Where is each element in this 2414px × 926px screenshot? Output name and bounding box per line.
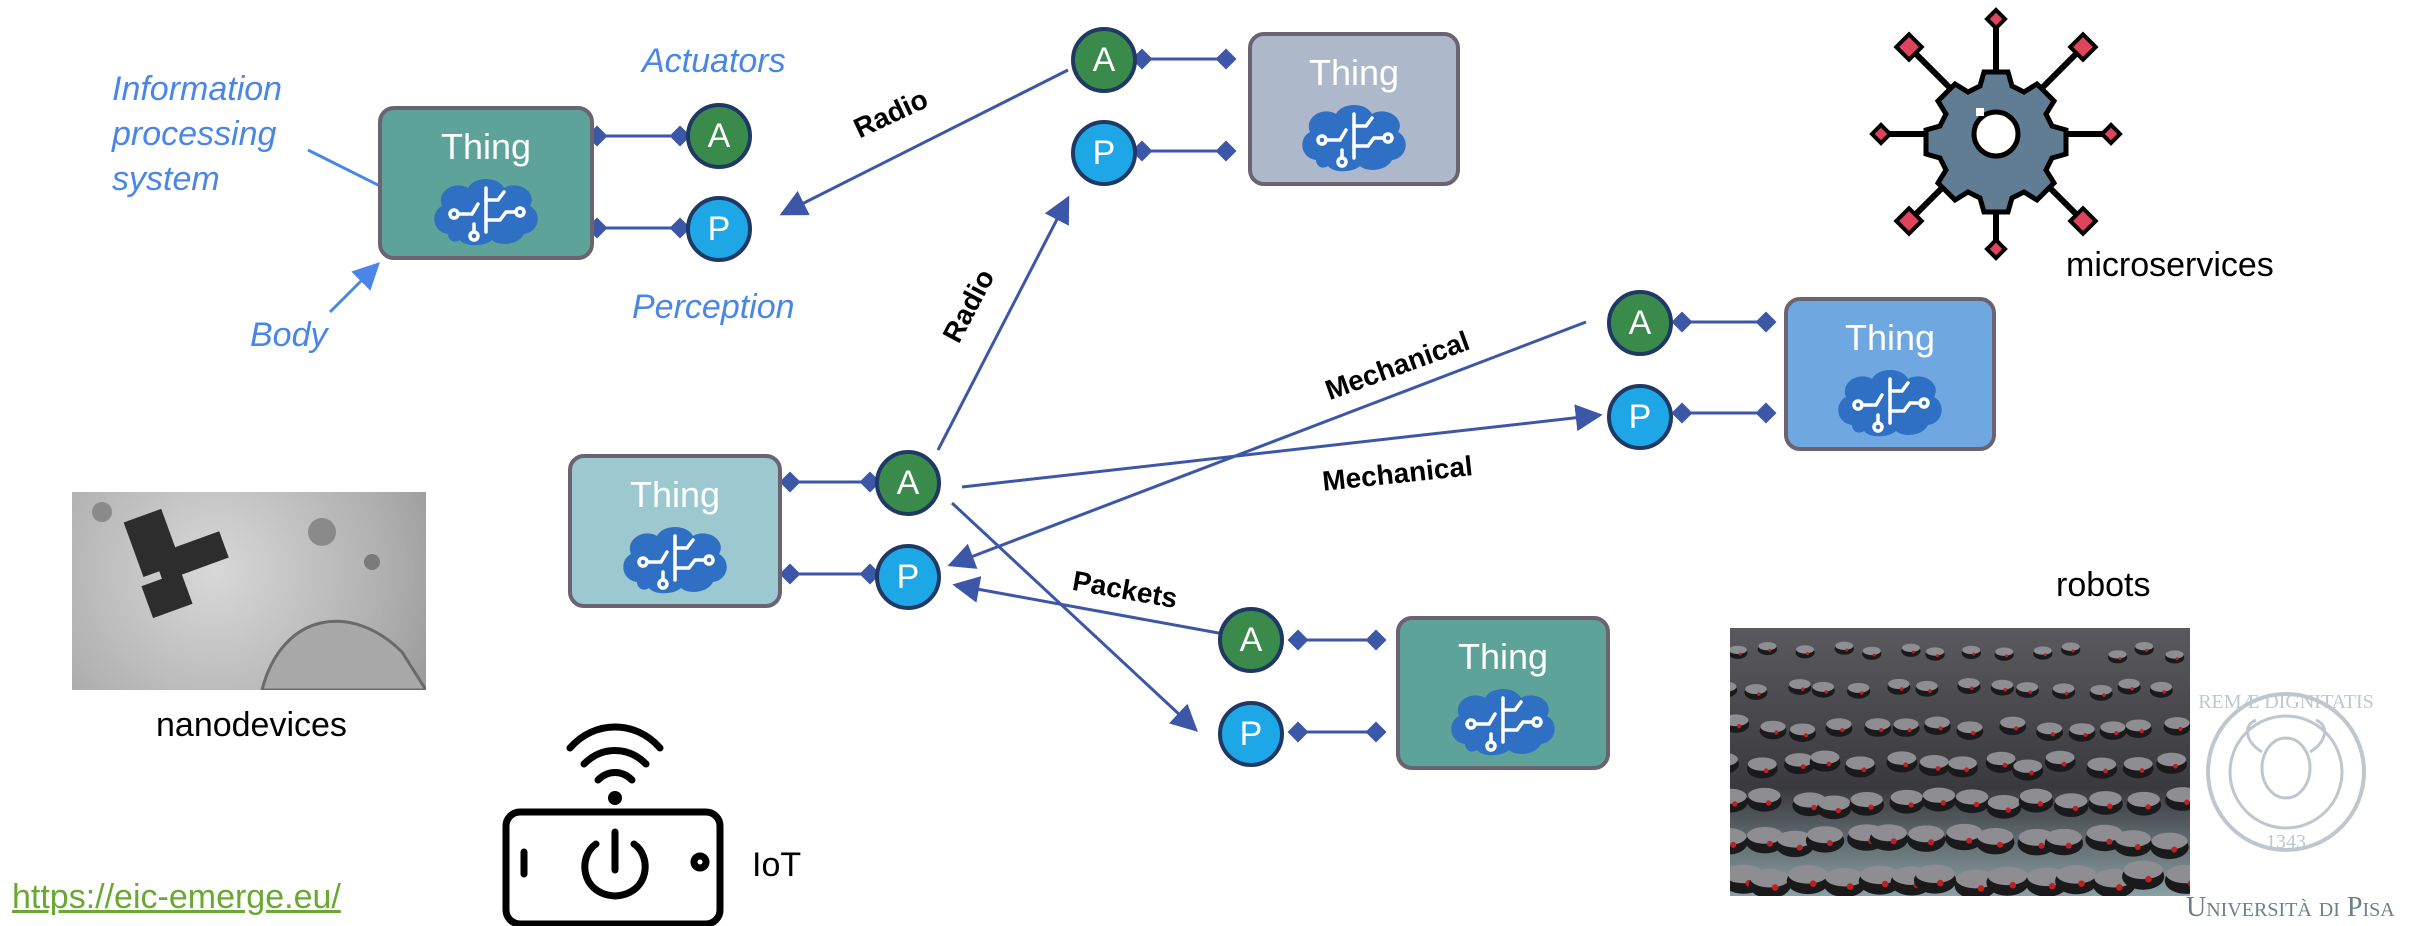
university-seal-logo: REMÆ DIGNITATIS 1343 <box>2198 691 2374 853</box>
actuator-node-3: A <box>1607 290 1673 356</box>
iot-device-icon <box>502 723 724 926</box>
body-label: Body <box>250 316 328 354</box>
arrow-body <box>328 262 380 314</box>
arrow-mechanical-left <box>947 320 1587 569</box>
svg-text:REMÆ DIGNITATIS: REMÆ DIGNITATIS <box>2198 691 2374 713</box>
nanodevices-image <box>72 492 426 690</box>
brain-icon <box>621 525 729 596</box>
emerge-url-link[interactable]: https://eic-emerge.eu/ <box>12 878 341 916</box>
brain-icon <box>432 177 540 248</box>
thing-label: Thing <box>1308 52 1400 93</box>
robots-image <box>1730 628 2190 896</box>
info-system-line-1: Information <box>112 70 283 108</box>
thing-box-5: Thing <box>1396 616 1610 770</box>
thing-label: Thing <box>629 474 721 515</box>
actuator-node-5: A <box>1218 607 1284 673</box>
actuators-label: Actuators <box>642 42 786 80</box>
svg-text:1343: 1343 <box>2266 831 2306 853</box>
thing-box-4: Thing <box>568 454 782 608</box>
brain-icon <box>1300 103 1408 174</box>
brain-icon <box>1449 687 1557 758</box>
actuator-node-1: A <box>686 103 752 169</box>
arrow-mechanical-right <box>961 404 1603 489</box>
arrow-radio-up <box>936 195 1070 451</box>
info-system-line-2: processing <box>112 115 277 153</box>
university-name: Università di Pisa <box>2186 892 2395 923</box>
actuator-node-2: A <box>1071 27 1137 93</box>
perception-node-2: P <box>1071 120 1137 186</box>
thing-box-2: Thing <box>1248 32 1460 186</box>
thing-box-1: Thing <box>378 106 594 260</box>
arrow-packets-back <box>952 576 1225 636</box>
thing-label: Thing <box>1844 317 1936 358</box>
microservices-gear-icon <box>1869 7 2123 261</box>
thing-label: Thing <box>1457 636 1549 677</box>
robots-label: robots <box>2056 566 2151 604</box>
arrow-packets-down <box>950 501 1198 732</box>
perception-node-3: P <box>1607 384 1673 450</box>
perception-node-5: P <box>1218 701 1284 767</box>
perception-label: Perception <box>632 288 795 326</box>
perception-node-4: P <box>875 544 941 610</box>
actuator-node-4: A <box>875 450 941 516</box>
iot-label: IoT <box>752 846 802 884</box>
microservices-label: microservices <box>2066 246 2274 284</box>
nanodevices-label: nanodevices <box>156 706 347 744</box>
arrow-radio-top <box>779 68 1069 216</box>
thing-box-3: Thing <box>1784 297 1996 451</box>
perception-node-1: P <box>686 196 752 262</box>
brain-icon <box>1836 368 1944 439</box>
thing-label: Thing <box>440 126 532 167</box>
info-system-line-3: system <box>112 160 220 198</box>
